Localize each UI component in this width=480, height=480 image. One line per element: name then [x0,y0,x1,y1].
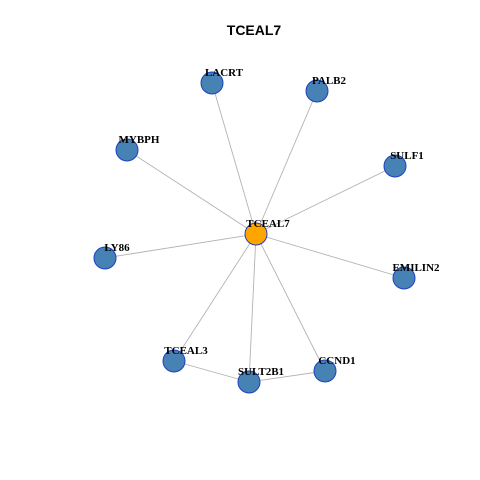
edge-tceal7-sulf1 [255,165,396,235]
edge-tceal3-sult2b1 [173,360,250,383]
node-label-palb2: PALB2 [312,75,347,87]
node-emilin2[interactable] [392,266,416,290]
node-tceal3[interactable] [162,349,186,373]
edge-tceal7-tceal3 [173,233,257,362]
node-label-lacrt: LACRT [205,67,244,79]
edge-sult2b1-ccnd1 [248,370,326,383]
node-label-emilin2: EMILIN2 [392,262,440,274]
node-mybph[interactable] [115,138,139,162]
node-ccnd1[interactable] [313,359,337,383]
edge-tceal7-ccnd1 [255,233,326,372]
node-label-mybph: MYBPH [119,134,160,146]
node-sulf1[interactable] [383,154,407,178]
node-label-ccnd1: CCND1 [318,355,355,367]
node-ly86[interactable] [93,246,117,270]
node-label-tceal7: TCEAL7 [246,218,290,230]
edges-layer [104,82,405,383]
edge-tceal7-palb2 [255,90,318,235]
node-label-sult2b1: SULT2B1 [238,366,284,378]
node-lacrt[interactable] [200,71,224,95]
node-sult2b1[interactable] [237,370,261,394]
node-label-tceal3: TCEAL3 [164,345,208,357]
edge-tceal7-lacrt [211,82,257,235]
edge-tceal7-mybph [126,149,257,235]
edge-tceal7-ly86 [104,233,257,259]
node-palb2[interactable] [305,79,329,103]
node-label-ly86: LY86 [104,242,130,254]
node-tceal7[interactable] [244,222,268,246]
edge-tceal7-sult2b1 [248,233,257,383]
graph-title: TCEAL7 [227,22,282,38]
edge-tceal7-emilin2 [255,233,405,279]
nodes-layer [93,71,416,394]
node-label-sulf1: SULF1 [390,150,424,162]
